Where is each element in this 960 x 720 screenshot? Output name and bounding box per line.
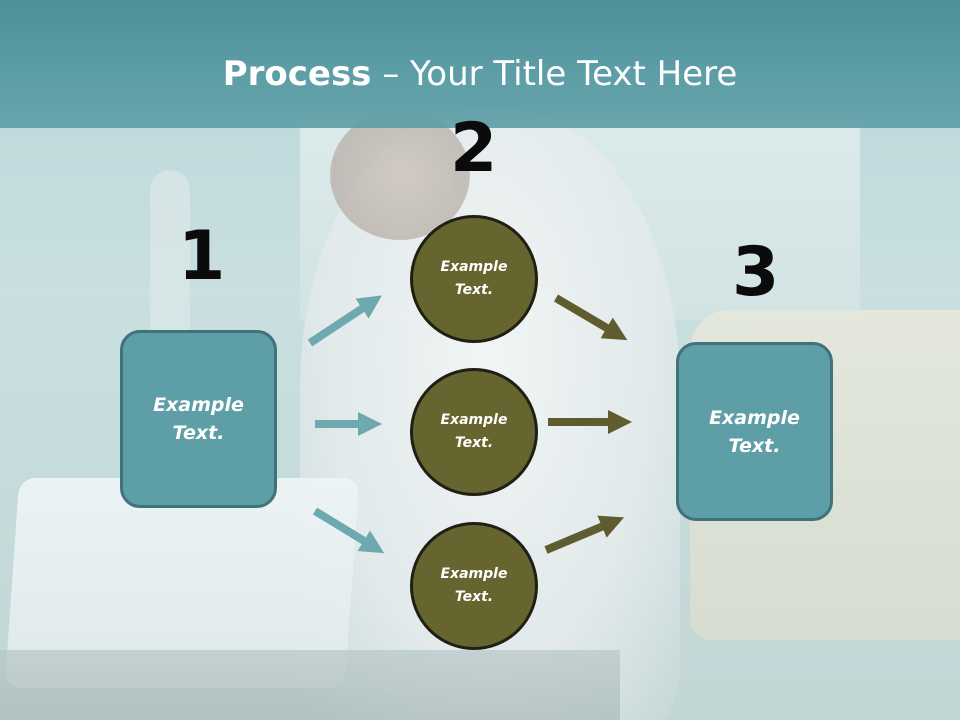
process-box-end-line2: Text. (728, 434, 781, 457)
process-box-end-line1: Example (709, 406, 800, 429)
process-circle-top: Example Text. (410, 215, 538, 343)
process-box-end: Example Text. (676, 342, 833, 521)
process-box-start-line1: Example (153, 394, 244, 416)
step-number-3: 3 (732, 233, 780, 312)
process-box-end-text: Example Text. (709, 404, 800, 460)
background-table (0, 650, 620, 720)
arrow-circle-bottom-to-box (544, 515, 625, 554)
process-circle-bottom-line1: Example (440, 566, 508, 582)
title-bar (0, 0, 960, 128)
arrow-circle-top-to-box (553, 294, 628, 341)
process-circle-top-line1: Example (440, 259, 508, 275)
step-number-2: 2 (450, 109, 498, 188)
title-bold: Process (222, 54, 372, 94)
process-box-start-line2: Text. (172, 422, 225, 444)
process-circle-bottom-line2: Text. (454, 589, 494, 605)
process-box-start: Example Text. (120, 330, 277, 508)
process-circle-middle-line1: Example (440, 412, 508, 428)
process-circle-middle-line2: Text. (454, 435, 494, 451)
arrow-box-to-circle-top (307, 295, 383, 347)
title-rest: – Your Title Text Here (371, 54, 738, 94)
slide-title: Process – Your Title Text Here (0, 52, 960, 96)
process-box-start-text: Example Text. (153, 391, 244, 447)
step-number-1: 1 (178, 217, 226, 296)
process-circle-middle: Example Text. (410, 368, 538, 496)
process-circle-bottom: Example Text. (410, 522, 538, 650)
process-circle-top-line2: Text. (454, 282, 494, 298)
arrow-box-to-circle-bottom (312, 507, 385, 554)
background-person-head (330, 110, 470, 240)
